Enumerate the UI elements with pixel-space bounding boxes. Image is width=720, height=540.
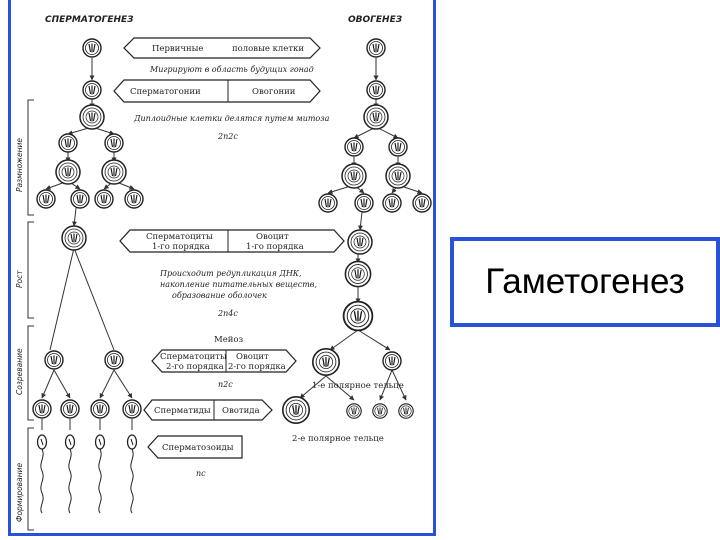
lineage-lines bbox=[41, 58, 423, 430]
growth-note-3: образование оболочек bbox=[172, 291, 267, 300]
stage-label-formation: Формирование bbox=[15, 463, 24, 522]
svg-text:половые клетки: половые клетки bbox=[232, 44, 304, 54]
growth-note-1: Происходит редупликация ДНК, bbox=[159, 269, 302, 278]
svg-text:Овотида: Овотида bbox=[222, 406, 260, 416]
svg-text:Сперматиды: Сперматиды bbox=[154, 406, 211, 416]
spermatogenesis-header: СПЕРМАТОГЕНЕЗ bbox=[45, 15, 134, 25]
svg-text:Сперматоциты: Сперматоциты bbox=[146, 232, 213, 242]
svg-text:Первичные: Первичные bbox=[152, 44, 203, 54]
svg-text:1-го порядка: 1-го порядка bbox=[246, 242, 304, 252]
mitosis-note: Диплоидные клетки делятся путем митоза bbox=[133, 114, 330, 123]
svg-text:Сперматогонии: Сперматогонии bbox=[130, 87, 201, 97]
gonia-box: Сперматогонии Овогонии bbox=[113, 79, 321, 103]
svg-text:Овоцит: Овоцит bbox=[236, 352, 269, 362]
secondary-spermatocyte-oocyte-box: Сперматоциты 2-го порядка Овоцит 2-го по… bbox=[151, 349, 297, 373]
svg-text:Сперматоциты: Сперматоциты bbox=[160, 352, 227, 362]
spermatozoa-box: Сперматозоиды bbox=[147, 435, 243, 459]
gametogenesis-diagram: СПЕРМАТОГЕНЕЗ ОВОГЕНЕЗ Размножение Рост … bbox=[15, 15, 432, 531]
svg-text:Овоцит: Овоцит bbox=[256, 232, 289, 242]
svg-text:Сперматозоиды: Сперматозоиды bbox=[162, 443, 234, 453]
svg-text:Овогонии: Овогонии bbox=[252, 87, 296, 97]
migration-note: Мигрируют в область будущих гонад bbox=[149, 65, 314, 74]
formula-nc: nc bbox=[196, 469, 206, 478]
formula-2n4c: 2n4c bbox=[217, 309, 238, 318]
growth-note-2: накопление питательных веществ, bbox=[160, 280, 317, 289]
slide-title: Гаметогенез bbox=[485, 262, 685, 301]
meiosis-label: Мейоз bbox=[214, 335, 244, 345]
first-polar-body-label: 1-е полярное тельце bbox=[312, 381, 404, 391]
spermatogenesis-cells bbox=[32, 38, 144, 514]
svg-text:1-го порядка: 1-го порядка bbox=[152, 242, 210, 252]
primary-spermatocyte-oocyte-box: Сперматоциты 1-го порядка Овоцит 1-го по… bbox=[119, 229, 345, 253]
stage-label-growth: Рост bbox=[15, 270, 24, 288]
stage-label-maturation: Созревание bbox=[15, 348, 24, 395]
second-polar-body-label: 2-е полярное тельце bbox=[292, 434, 384, 444]
oogenesis-header: ОВОГЕНЕЗ bbox=[348, 15, 403, 25]
spermatid-ootid-box: Сперматиды Овотида bbox=[143, 399, 273, 421]
svg-text:2-го порядка: 2-го порядка bbox=[166, 362, 224, 372]
svg-text:2-го порядка: 2-го порядка bbox=[228, 362, 286, 372]
stage-label-reproduction: Размножение bbox=[15, 138, 24, 192]
primary-germ-cells-box: Первичные половые клетки bbox=[123, 37, 321, 59]
formula-2n2c: 2n2c bbox=[217, 132, 238, 141]
slide-title-box: Гаметогенез bbox=[450, 237, 720, 327]
stage-brackets bbox=[27, 99, 34, 531]
formula-n2c: n2c bbox=[218, 380, 233, 389]
scan-frame bbox=[8, 0, 436, 536]
